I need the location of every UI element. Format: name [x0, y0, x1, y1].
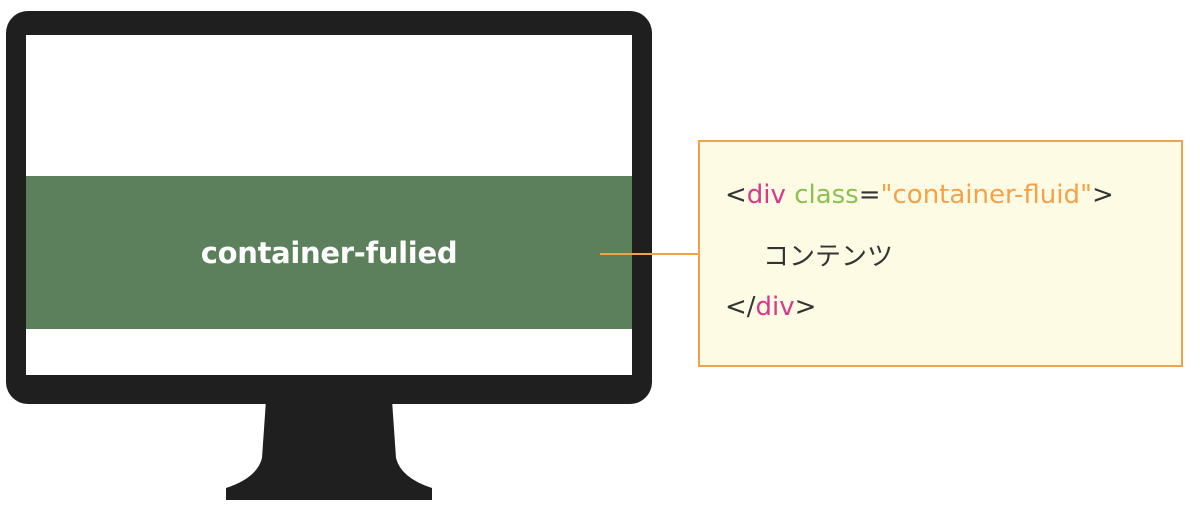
connector-line [600, 253, 699, 255]
monitor-stand [226, 400, 432, 500]
monitor-screen: container-fulied [26, 35, 632, 375]
code-line-open-tag: <div class="container-fluid"> [725, 180, 1114, 210]
code-box: <div class="container-fluid"> コンテンツ </di… [698, 140, 1183, 367]
close-bracket: > [1091, 180, 1114, 210]
open-bracket: </ [725, 292, 756, 322]
equals-sign: = [858, 180, 881, 210]
code-line-content: コンテンツ [763, 242, 894, 272]
tag-name: div [755, 292, 795, 322]
code-line-close-tag: </div> [725, 292, 816, 322]
band-label: container-fulied [200, 235, 458, 270]
tag-name: div [746, 180, 786, 210]
close-bracket: > [794, 292, 817, 322]
attr-value: "container-fluid" [880, 180, 1092, 210]
container-fluid-band: container-fulied [26, 176, 632, 329]
space [786, 180, 794, 210]
attr-name: class [794, 180, 859, 210]
open-bracket: < [725, 180, 747, 210]
